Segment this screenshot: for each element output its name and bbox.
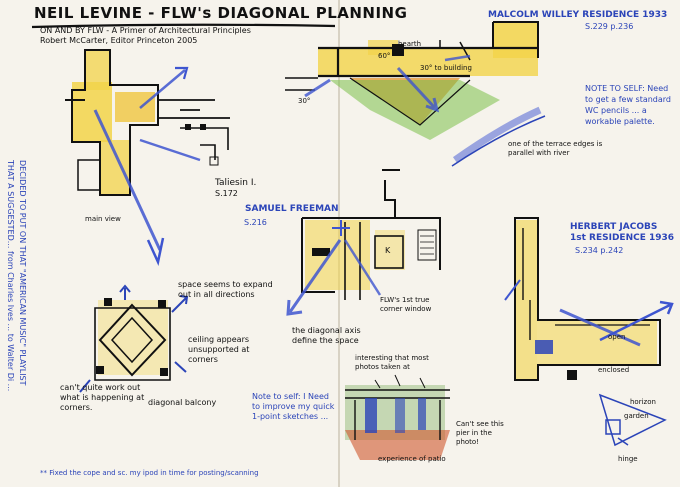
- main-view-label: main view: [85, 215, 121, 223]
- source-line-2: Robert McCarter, Editor Princeton 2005: [40, 36, 198, 45]
- cant-see-pier-note: Can't see this pier in the photo!: [456, 420, 504, 446]
- river-note: one of the terrace edges is parallel wit…: [508, 140, 603, 157]
- source-line-1: ON AND BY FLW - A Primer of Architectura…: [40, 26, 251, 35]
- kitchen-label: K: [385, 246, 391, 255]
- willey-page: S.229 p.236: [585, 22, 634, 31]
- open-label: open: [608, 333, 626, 341]
- willey-residence-plan: [285, 21, 546, 167]
- corners-note: can't quite work out what is happening a…: [60, 383, 145, 412]
- diagonal-axis-note: the diagonal axis define the space: [292, 326, 361, 345]
- corner-window-note: FLW's 1st true corner window: [380, 296, 432, 313]
- freeman-page: S.216: [244, 218, 267, 227]
- note-to-self-pencils: NOTE TO SELF: Need to get a few standard…: [585, 84, 672, 126]
- jacobs-page: S.234 p.242: [575, 246, 624, 255]
- taliesin-page: S.172: [215, 189, 238, 198]
- enclosed-label: enclosed: [598, 366, 630, 374]
- vertical-playlist-note: DECIDED TO PUT ON THAT "AMERICAN MUSIC" …: [4, 160, 28, 391]
- angle-60-label: 60°: [378, 52, 391, 60]
- freeman-house-plan: [286, 169, 441, 316]
- thirty-to-building: 30° to building: [420, 64, 472, 72]
- freeman-title: SAMUEL FREEMAN: [245, 204, 339, 214]
- diagonal-square-plan: [79, 284, 189, 393]
- vertical-note-line-1: DECIDED TO PUT ON THAT "AMERICAN MUSIC" …: [18, 160, 27, 386]
- angle-30-label: 30°: [298, 97, 311, 105]
- taliesin-plan: [65, 49, 230, 266]
- note-to-self-sketches: Note to self: I Need to improve my quick…: [252, 392, 335, 421]
- balcony-label: diagonal balcony: [148, 398, 217, 407]
- photos-note: interesting that most photos taken at: [355, 354, 429, 371]
- jacobs-house-plan: [504, 217, 674, 447]
- garden-label: garden: [624, 412, 649, 420]
- ceiling-note: ceiling appears unsupported at corners: [188, 335, 250, 364]
- taliesin-label: Taliesin I.: [215, 178, 257, 188]
- hearth-label: hearth: [398, 40, 422, 48]
- hinge-label: hinge: [618, 455, 638, 463]
- page-title: NEIL LEVINE - FLW's DIAGONAL PLANNING: [34, 4, 408, 22]
- willey-title: MALCOLM WILLEY RESIDENCE 1933: [488, 10, 668, 20]
- experience-label: experience of patio: [378, 455, 446, 463]
- vertical-note-line-2: THAT A SUGGESTED... from Charles Ives ..…: [6, 160, 15, 392]
- footer-note: ** Fixed the cope and sc. my ipod in tim…: [40, 469, 259, 477]
- patio-perspective-sketch: [345, 374, 450, 460]
- square-expansion-note: space seems to expand out in all directi…: [178, 280, 273, 299]
- jacobs-title: HERBERT JACOBS 1st RESIDENCE 1936: [570, 222, 675, 243]
- horizon-label: horizon: [630, 398, 656, 406]
